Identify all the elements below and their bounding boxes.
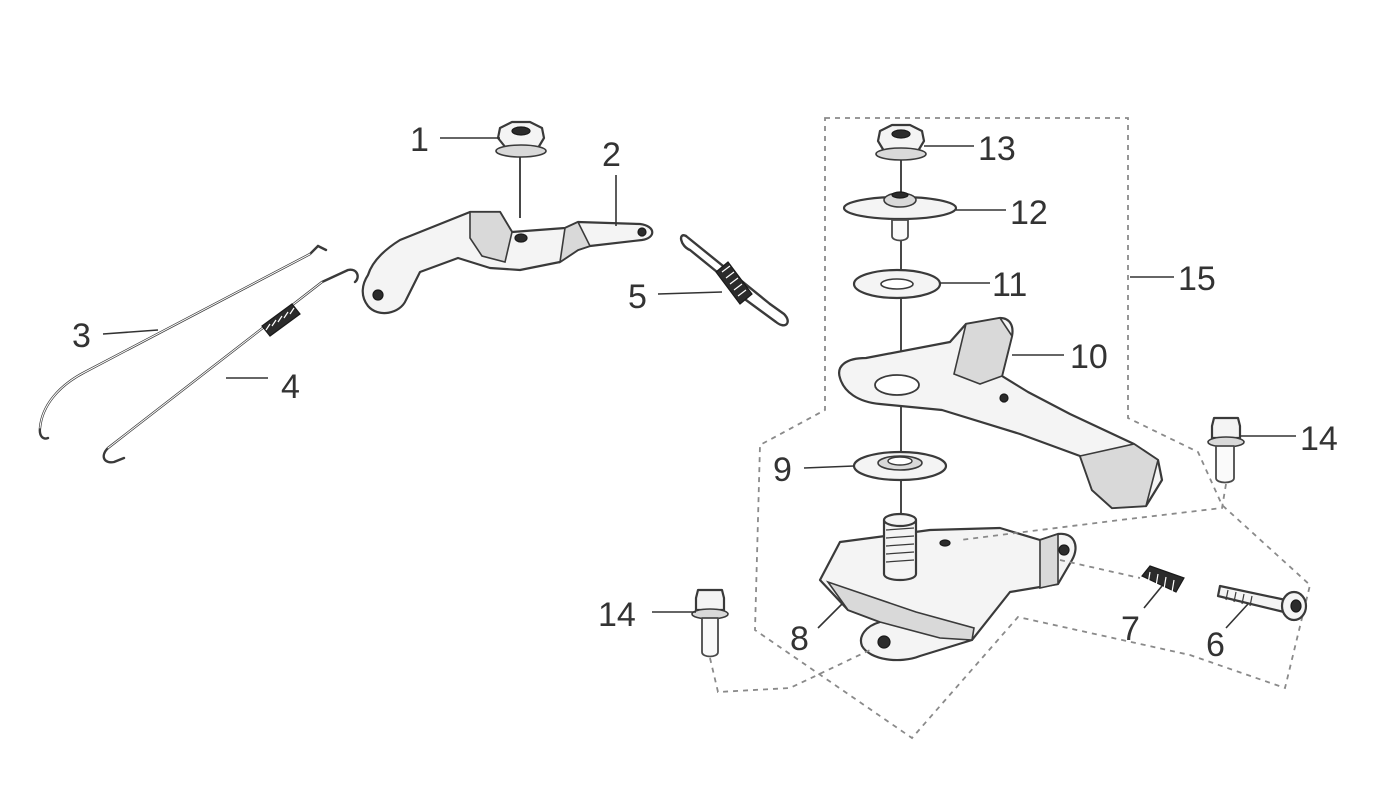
part-2-lever-bracket xyxy=(361,210,654,315)
part-3-rod xyxy=(38,244,328,440)
callout-13: 13 xyxy=(978,130,1016,168)
callout-9: 9 xyxy=(773,451,792,489)
callout-15: 15 xyxy=(1178,260,1216,298)
part-10-lever-arm xyxy=(838,316,1164,510)
assembly-boundary xyxy=(754,117,1312,740)
callout-3: 3 xyxy=(72,317,91,355)
part-14-flange-bolt-right xyxy=(1207,416,1245,484)
callout-1: 1 xyxy=(410,121,429,159)
part-1-flange-nut xyxy=(495,120,547,158)
leader-3 xyxy=(102,329,159,335)
bolt-left-install-line xyxy=(709,649,871,693)
part-5-tension-spring xyxy=(679,234,789,327)
callout-7: 7 xyxy=(1121,610,1140,648)
callout-8: 8 xyxy=(790,620,809,658)
bolt-right-install-line xyxy=(959,483,1227,541)
leader-7 xyxy=(1143,585,1163,609)
leader-8 xyxy=(817,603,843,629)
callout-6: 6 xyxy=(1206,626,1225,664)
callout-14b: 14 xyxy=(598,596,636,634)
callout-11: 11 xyxy=(992,266,1027,304)
leader-5 xyxy=(657,291,723,295)
callout-12: 12 xyxy=(1010,194,1048,232)
part-8-base-plate xyxy=(818,512,1077,662)
callout-14a: 14 xyxy=(1300,420,1338,458)
callout-5: 5 xyxy=(628,278,647,316)
part-4-spring xyxy=(261,303,301,337)
leader-9 xyxy=(803,465,855,469)
part-8-stud xyxy=(882,512,918,582)
leader-6 xyxy=(1225,603,1249,629)
part-13-flange-nut xyxy=(875,123,927,161)
part-14-flange-bolt-left xyxy=(691,588,729,658)
part-4-spring-rod xyxy=(102,268,359,464)
screw-install-line xyxy=(1059,559,1141,579)
part-7-set-screw xyxy=(1141,565,1185,593)
part-6-cap-screw xyxy=(1216,584,1308,622)
callout-10: 10 xyxy=(1070,338,1108,376)
part-12-flanged-collar xyxy=(842,191,958,242)
part-11-flat-washer xyxy=(852,268,942,300)
callout-4: 4 xyxy=(281,368,300,406)
callout-2: 2 xyxy=(602,136,621,174)
part-9-bushing xyxy=(852,450,948,482)
